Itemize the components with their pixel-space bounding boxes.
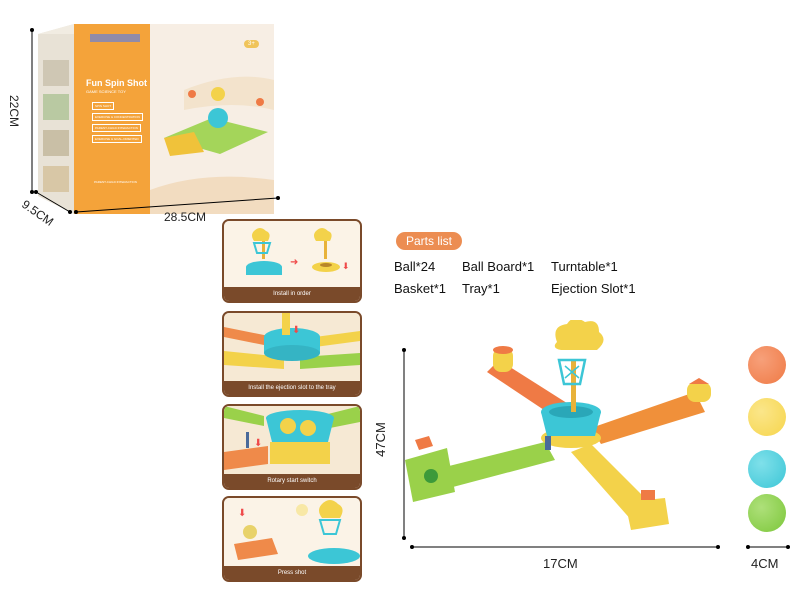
game-board-illustration — [405, 320, 711, 530]
box-feature-3: PARENT-CHILD INTERACTION — [92, 124, 141, 132]
product-box: Fun Spin Shot GAME SCIENCE TOY 3+ SPIN S… — [34, 20, 278, 220]
svg-text:⬇: ⬇ — [292, 325, 300, 336]
ball-green — [748, 494, 786, 532]
product-box-illustration — [38, 24, 274, 214]
part-item-ball: Ball*24 — [394, 259, 436, 274]
box-subtitle: GAME SCIENCE TOY — [86, 89, 126, 94]
step-3-caption: Rotary start switch — [224, 474, 360, 488]
part-item-basket: Basket*1 — [394, 281, 447, 296]
step-1-illustration: ➜ ⬇ — [224, 221, 360, 287]
part-item-ball-board: Ball Board*1 — [462, 259, 535, 274]
step-3-illustration: ⬇ — [224, 406, 360, 474]
step-panel-2: ⬇ Install the ejection slot to the tray — [222, 311, 362, 397]
product-height-label: 47CM — [372, 422, 388, 457]
svg-text:⬇: ⬇ — [342, 261, 350, 271]
step-2-caption: Install the ejection slot to the tray — [224, 381, 360, 395]
step-panel-4: ⬇ Press shot — [222, 496, 362, 582]
svg-text:⬇: ⬇ — [254, 438, 262, 449]
box-width-label: 28.5CM — [164, 210, 207, 224]
svg-text:➜: ➜ — [290, 257, 298, 268]
step-4-caption: Press shot — [224, 566, 360, 580]
box-age: 3+ — [244, 40, 259, 48]
step-4-illustration: ⬇ — [224, 498, 360, 566]
product-width-label: 17CM — [543, 556, 578, 571]
part-item-tray: Tray*1 — [462, 281, 500, 296]
step-2-illustration: ⬇ — [224, 313, 360, 381]
ball-blue — [748, 450, 786, 488]
step-1-caption: Install in order — [224, 287, 360, 301]
box-feature-1: SPIN SHOT — [92, 102, 115, 110]
ball-orange — [748, 346, 786, 384]
ball-yellow — [748, 398, 786, 436]
ball-size-label: 4CM — [751, 556, 779, 571]
part-item-ejection-slot: Ejection Slot*1 — [551, 281, 636, 296]
svg-text:⬇: ⬇ — [238, 508, 246, 519]
box-brand: Fun Spin Shot — [86, 78, 147, 88]
box-feature-2: EXERCISE & CONCENTRATION — [92, 113, 143, 121]
box-footer: PARENT-CHILD INTERACTION — [94, 180, 137, 184]
part-item-turntable: Turntable*1 — [551, 259, 618, 274]
step-panel-3: ⬇ Rotary start switch — [222, 404, 362, 490]
step-panel-1: ➜ ⬇ Install in order — [222, 219, 362, 303]
parts-list-badge: Parts list — [396, 232, 462, 250]
box-feature-4: EXERCISE & GOAL-ORIENTED — [92, 135, 142, 143]
